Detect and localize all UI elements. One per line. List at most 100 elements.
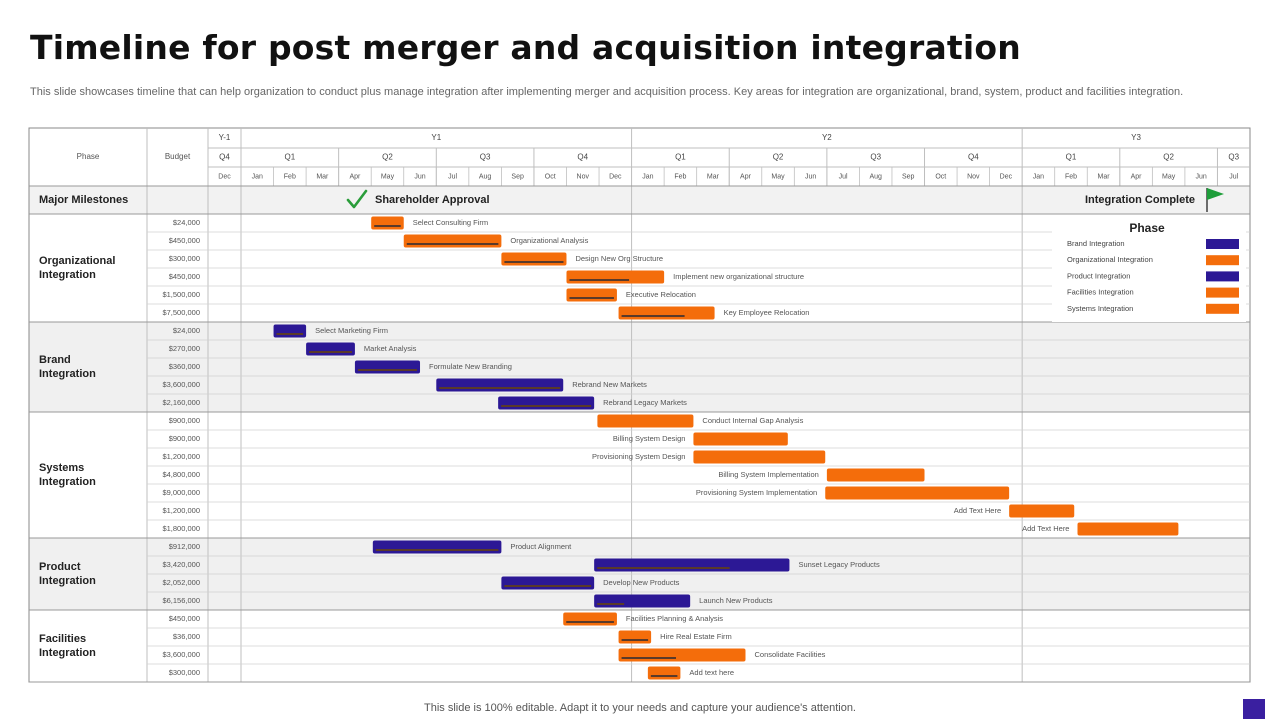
group-label: Organizational <box>39 255 115 267</box>
month-label: Jul <box>448 173 457 180</box>
task-bar <box>354 360 421 374</box>
month-label: Oct <box>935 173 946 180</box>
task-budget: $912,000 <box>169 542 200 551</box>
quarter-label: Q3 <box>870 153 881 162</box>
group-label: Integration <box>39 575 96 587</box>
task-budget: $450,000 <box>169 614 200 623</box>
task-bar <box>501 252 567 266</box>
task-bar <box>372 540 502 554</box>
year-label: Y2 <box>822 133 832 142</box>
legend-item-label: Organizational Integration <box>1067 255 1153 264</box>
task-bar <box>371 216 404 230</box>
quarter-label: Q3 <box>480 153 491 162</box>
group-label: Integration <box>39 368 96 380</box>
task-progress <box>406 243 499 245</box>
task-bar <box>618 630 652 644</box>
month-label: Jun <box>414 173 425 180</box>
task-label: Conduct Internal Gap Analysis <box>702 416 803 425</box>
task-label: Design New Org Structure <box>575 254 663 263</box>
quarter-label: Q1 <box>1066 153 1077 162</box>
task-label: Sunset Legacy Products <box>798 560 880 569</box>
task-label: Rebrand Legacy Markets <box>603 398 687 407</box>
task-progress <box>276 333 304 335</box>
month-label: Dec <box>218 173 231 180</box>
month-label: Jan <box>252 173 263 180</box>
task-progress <box>357 369 418 371</box>
month-label: May <box>771 173 785 180</box>
page-title: Timeline for post merger and acquisition… <box>30 28 1021 67</box>
task-label: Add Text Here <box>954 506 1001 515</box>
task-budget: $1,200,000 <box>162 452 200 461</box>
task-budget: $900,000 <box>169 416 200 425</box>
task-label: Launch New Products <box>699 596 773 605</box>
task-budget: $7,500,000 <box>162 308 200 317</box>
task-budget: $24,000 <box>173 326 200 335</box>
quarter-label: Q4 <box>577 153 588 162</box>
month-label: Dec <box>609 173 622 180</box>
legend-swatch <box>1206 303 1239 314</box>
month-label: Mar <box>707 173 720 180</box>
group-label: Integration <box>39 269 96 281</box>
phase-header: Phase <box>77 152 100 161</box>
group-label: Integration <box>39 647 96 659</box>
task-label: Billing System Implementation <box>718 470 818 479</box>
legend-swatch <box>1206 271 1239 282</box>
task-bar <box>1077 522 1179 536</box>
month-label: Aug <box>869 173 882 180</box>
legend-swatch <box>1206 239 1239 249</box>
group-label: Facilities <box>39 633 86 645</box>
task-progress <box>597 567 730 569</box>
task-bar <box>566 288 617 302</box>
legend-swatch <box>1206 255 1239 266</box>
task-progress <box>597 603 625 605</box>
task-budget: $450,000 <box>169 236 200 245</box>
month-label: Sep <box>902 173 915 180</box>
task-budget: $1,500,000 <box>162 290 200 299</box>
task-bar <box>693 450 826 464</box>
group-label: Integration <box>39 476 96 488</box>
legend-item-label: Systems Integration <box>1067 304 1133 313</box>
legend-swatch <box>1206 287 1239 298</box>
task-label: Rebrand New Markets <box>572 380 647 389</box>
task-bar <box>647 666 681 680</box>
task-label: Product Alignment <box>510 542 572 551</box>
task-label: Develop New Products <box>603 578 680 587</box>
month-label: Jul <box>1229 173 1238 180</box>
task-label: Provisioning System Implementation <box>696 488 817 497</box>
task-progress <box>504 585 592 587</box>
task-progress <box>650 675 678 677</box>
task-budget: $3,600,000 <box>162 650 200 659</box>
task-bar <box>825 486 1010 500</box>
month-label: Feb <box>674 173 686 180</box>
task-bar <box>594 594 691 608</box>
task-bar <box>563 612 617 626</box>
footer-note: This slide is 100% editable. Adapt it to… <box>424 702 856 714</box>
task-progress <box>569 279 630 281</box>
task-bar <box>594 558 790 572</box>
task-bar <box>501 576 595 590</box>
task-bar <box>1009 504 1075 518</box>
task-label: Select Consulting Firm <box>413 218 488 227</box>
quarter-label: Q3 <box>1228 153 1239 162</box>
month-label: Sep <box>511 173 524 180</box>
task-bar <box>566 270 665 284</box>
task-progress <box>439 387 561 389</box>
task-budget: $3,420,000 <box>162 560 200 569</box>
budget-header: Budget <box>165 152 191 161</box>
task-label: Billing System Design <box>613 434 686 443</box>
month-label: Feb <box>1065 173 1077 180</box>
milestones-label: Major Milestones <box>39 194 128 206</box>
task-budget: $4,800,000 <box>162 470 200 479</box>
task-label: Select Marketing Firm <box>315 326 388 335</box>
group-shade <box>29 322 1250 412</box>
month-label: Jan <box>642 173 653 180</box>
task-budget: $36,000 <box>173 632 200 641</box>
month-label: Mar <box>316 173 329 180</box>
task-bar <box>403 234 502 248</box>
task-budget: $2,160,000 <box>162 398 200 407</box>
task-budget: $9,000,000 <box>162 488 200 497</box>
task-budget: $300,000 <box>169 668 200 677</box>
quarter-label: Q1 <box>675 153 686 162</box>
month-label: Dec <box>1000 173 1013 180</box>
year-label: Y1 <box>431 133 441 142</box>
